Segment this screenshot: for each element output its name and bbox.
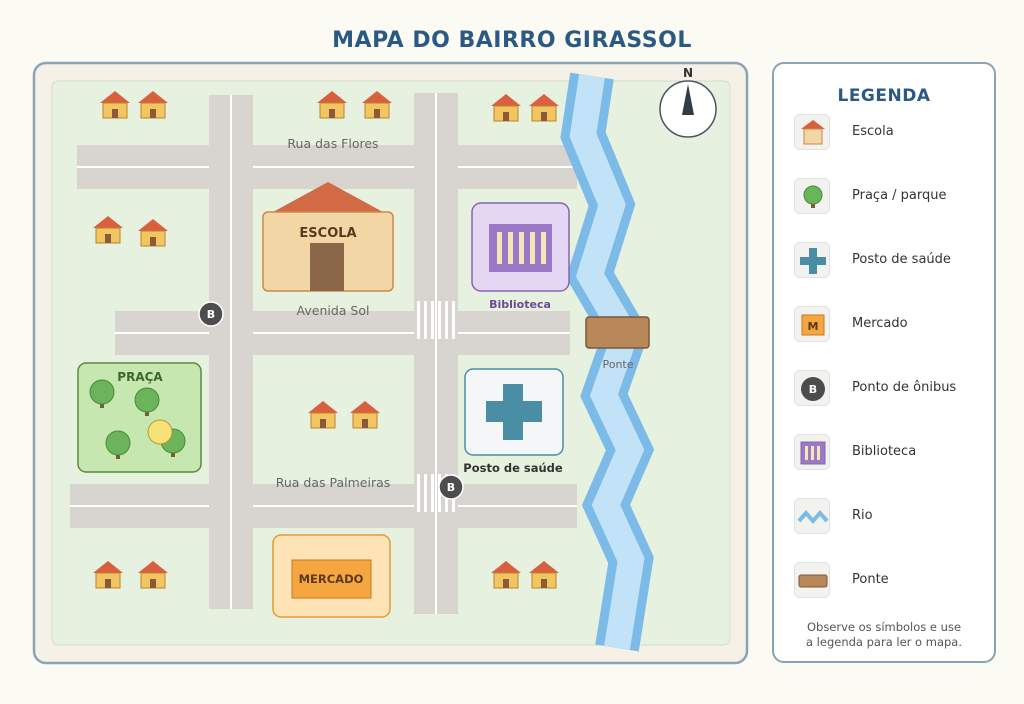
legend-note-line-1: Observe os símbolos e use (806, 620, 962, 634)
school-icon (794, 114, 830, 150)
legend-item-bus-stop: B Ponto de ônibus (794, 370, 984, 408)
school-label: ESCOLA (299, 226, 356, 241)
river-icon (794, 498, 830, 534)
house-icon (138, 561, 168, 589)
school-building (262, 182, 394, 292)
road-avenida-sol (115, 311, 570, 355)
health-cross-icon (794, 242, 830, 278)
legend-label: Escola (852, 124, 894, 139)
house-icon (491, 561, 521, 589)
legend-note-line-2: a legenda para ler o mapa. (805, 635, 962, 649)
river (560, 72, 655, 652)
house-icon (529, 561, 559, 589)
compass-rose (659, 80, 717, 138)
house-icon (93, 561, 123, 589)
legend-label: Posto de saúde (852, 252, 951, 267)
health-post-building (464, 368, 564, 456)
library-icon (794, 434, 830, 470)
road-rua-das-flores (77, 145, 577, 189)
house-icon (529, 94, 559, 122)
park-square (77, 362, 202, 473)
house-icon (362, 91, 392, 119)
bus-stop-icon (198, 301, 224, 327)
bus-stop-icon: B (794, 370, 830, 406)
library-building (471, 202, 570, 292)
road-vertical-west (209, 95, 253, 609)
bus-stop-icon (438, 474, 464, 500)
tree-icon (794, 178, 830, 214)
legend-panel: LEGENDA Escola Praça / parque Posto de s… (772, 62, 996, 663)
legend-item-park: Praça / parque (794, 178, 984, 216)
map-title: MAPA DO BAIRRO GIRASSOL (332, 28, 692, 53)
legend-label: Biblioteca (852, 444, 917, 459)
market-glyph: M (808, 320, 819, 333)
house-icon (308, 401, 338, 429)
tree-icon (105, 430, 131, 459)
house-icon (317, 91, 347, 119)
legend-label: Rio (852, 508, 873, 523)
tree-icon (134, 387, 160, 416)
library-label: Biblioteca (489, 298, 551, 311)
bus-stop-glyph: B (207, 308, 215, 321)
legend-item-library: Biblioteca (794, 434, 984, 472)
legend-item-health: Posto de saúde (794, 242, 984, 280)
legend-title: LEGENDA (837, 86, 931, 106)
house-icon (100, 91, 130, 119)
market-building (272, 534, 391, 618)
legend-label: Mercado (852, 316, 908, 331)
legend-label: Praça / parque (852, 188, 947, 203)
street-label-rua-das-flores: Rua das Flores (287, 136, 378, 151)
bridge (585, 316, 650, 349)
legend-item-school: Escola (794, 114, 984, 152)
legend-note: Observe os símbolos e use a legenda para… (774, 620, 994, 650)
health-post-label: Posto de saúde (463, 461, 563, 475)
bus-stop-glyph: B (447, 481, 455, 494)
legend-item-river: Rio (794, 498, 984, 536)
market-label: MERCADO (299, 572, 364, 586)
house-icon (138, 91, 168, 119)
house-icon (138, 219, 168, 247)
legend-item-market: M Mercado (794, 306, 984, 344)
legend-label: Ponte (852, 572, 889, 587)
sun-flower-icon (147, 419, 173, 445)
park-label: PRAÇA (117, 370, 163, 384)
street-label-rua-das-palmeiras: Rua das Palmeiras (276, 475, 391, 490)
road-rua-das-palmeiras (70, 484, 577, 528)
house-icon (491, 94, 521, 122)
legend-item-bridge: Ponte (794, 562, 984, 600)
market-icon: M (794, 306, 830, 342)
tree-icon (89, 379, 115, 408)
compass-north-label: N (683, 66, 693, 80)
bridge-label: Ponte (602, 358, 633, 371)
bridge-icon (794, 562, 830, 598)
road-vertical-center (414, 93, 458, 614)
street-label-avenida-sol: Avenida Sol (297, 303, 370, 318)
crosswalk-avenida-sol (417, 301, 455, 339)
houses (93, 91, 559, 589)
house-icon (93, 216, 123, 244)
bus-stop-glyph: B (809, 383, 817, 396)
house-icon (350, 401, 380, 429)
legend-label: Ponto de ônibus (852, 380, 957, 395)
